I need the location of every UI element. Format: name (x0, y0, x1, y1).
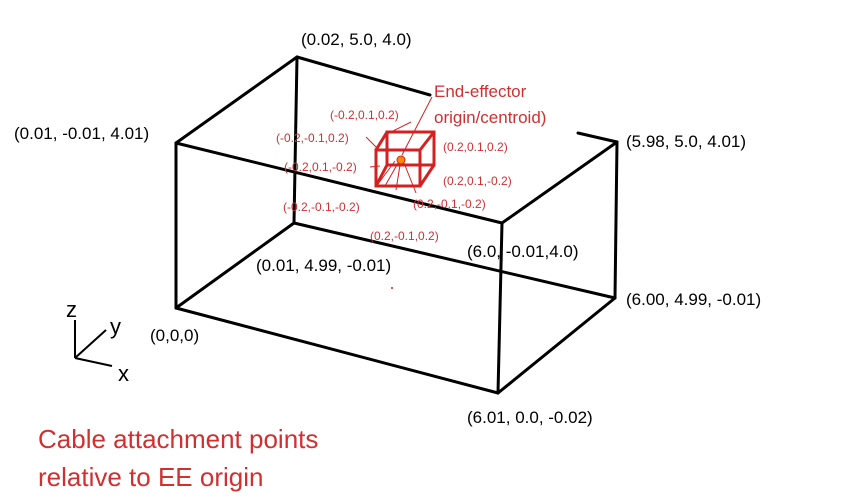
ee-cube-edge (374, 131, 389, 151)
ee-point-label: (0.2,0.1,-0.2) (443, 174, 512, 188)
ee-leader-lines (365, 96, 433, 194)
leader-line (401, 96, 433, 156)
ee-point-label: (0.2,-0.1,-0.2) (413, 197, 486, 211)
leader-line (395, 164, 401, 191)
ee-label-line1: End-effector (434, 82, 527, 101)
frame-edge-bottom-right (496, 296, 617, 395)
end-effector-cube (374, 130, 436, 188)
frame-edge-right-front (496, 221, 504, 395)
ee-cube-edge (418, 131, 436, 151)
caption-line2: relative to EE origin (38, 462, 263, 492)
leader-line (369, 165, 381, 168)
corner-label-bottom-back-right: (6.00, 4.99, -0.01) (626, 290, 761, 309)
frame-edge-bottom-front (174, 306, 500, 395)
corner-label-bottom-front-right: (6.01, 0.0, -0.02) (467, 408, 593, 427)
ee-point-label: (-0.2,-0.1,-0.2) (283, 200, 360, 214)
corner-label-origin: (0,0,0) (150, 326, 199, 345)
ee-label-line2: origin/centroid) (434, 108, 546, 127)
ee-cube-edge (374, 164, 389, 187)
leader-line (384, 162, 399, 187)
leader-line (403, 162, 417, 194)
x-axis-line (74, 357, 113, 367)
leader-line (377, 160, 396, 185)
corner-label-top-front-left: (0.01, -0.01, 4.01) (14, 124, 149, 143)
x-axis-label: x (118, 361, 129, 386)
caption-line1: Cable attachment points (38, 424, 318, 454)
ee-point-label: (0.2,-0.1,0.2) (370, 229, 439, 243)
ee-cube-front-face (374, 148, 422, 188)
leader-line (365, 136, 380, 151)
frame-edge-bottom-left (174, 221, 296, 310)
frame-edge-back-left (292, 55, 299, 225)
ee-point-label: (0.2,0.1,0.2) (443, 140, 508, 154)
corner-label-top-back-left: (0.02, 5.0, 4.0) (301, 30, 412, 49)
corner-label-top-front-right: (6.0, -0.01,4.0) (467, 242, 579, 261)
y-axis-line (74, 329, 107, 359)
frame-edge-top-right (500, 140, 619, 225)
stray-mark (391, 287, 393, 289)
frame-edge-top-left (174, 55, 299, 145)
frame-edge-bottom-back (292, 221, 617, 300)
axis-triad: z y x (66, 297, 129, 386)
frame-box (174, 55, 619, 395)
ee-point-label: (-0.2,0.1,0.2) (330, 108, 399, 122)
corner-label-bottom-back-left: (0.01, 4.99, -0.01) (256, 256, 391, 275)
corner-label-top-back-right: (5.98, 5.0, 4.01) (626, 132, 746, 151)
ee-point-label: (-0.2,0.1,-0.2) (284, 160, 357, 174)
frame-edge-back-right (613, 140, 619, 300)
ee-cube-edge (418, 164, 436, 187)
ee-point-label: (-0.2,-0.1,0.2) (276, 131, 349, 145)
frame-edge-top-front (174, 141, 504, 225)
ee-centroid-marker (396, 155, 406, 165)
frame-edge-top-back-a (295, 55, 432, 97)
z-axis-label: z (66, 297, 77, 322)
y-axis-label: y (110, 314, 121, 339)
leader-line (386, 121, 412, 135)
frame-edge-top-back-b (576, 131, 619, 144)
